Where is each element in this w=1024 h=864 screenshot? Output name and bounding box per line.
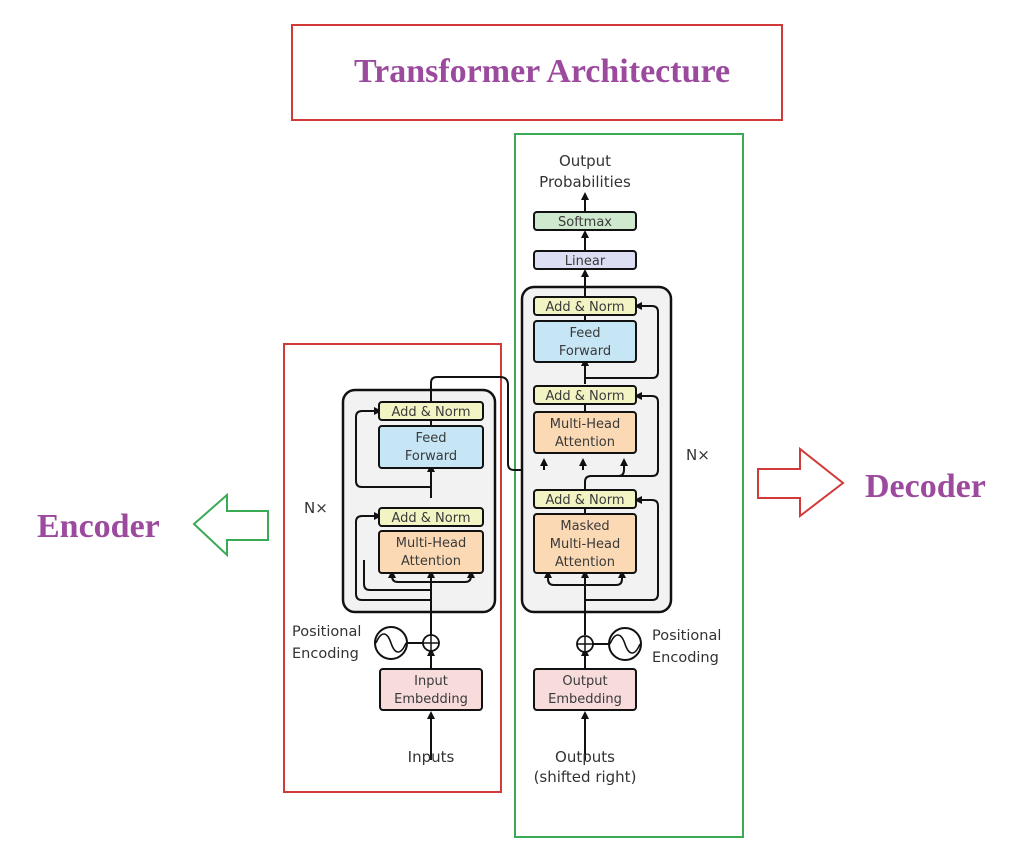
decoder-cross-attention-label-1: Multi-Head: [550, 417, 620, 432]
decoder-linear-label: Linear: [565, 254, 606, 269]
encoder-add-norm-top: [378, 401, 484, 421]
encoder-input-embedding: [379, 668, 483, 711]
encoder-positional-label-2: Encoding: [292, 646, 359, 662]
encoder-repeat-label: N×: [304, 499, 328, 517]
decoder-positional-label-2: Encoding: [652, 650, 719, 666]
encoder-stack: [341, 388, 497, 614]
decoder-softmax-label: Softmax: [558, 215, 612, 230]
decoder-output-label-2: Probabilities: [539, 173, 631, 191]
decoder-feed-forward-label-2: Forward: [559, 344, 611, 359]
decoder-repeat-label: N×: [686, 446, 710, 464]
encoder-feed-forward: [378, 425, 484, 469]
encoder-attention: [378, 530, 484, 574]
encoder-embedding-label-1: Input: [414, 674, 448, 689]
decoder-output-embedding: [533, 668, 637, 711]
decoder-masked-attention-label-2: Multi-Head: [550, 537, 620, 552]
encoder-add-norm-bottom: [378, 507, 484, 527]
encoder-frame: [283, 343, 502, 793]
decoder-softmax: [533, 211, 637, 231]
decoder-cross-attention: [533, 411, 637, 454]
decoder-linear: [533, 250, 637, 270]
decoder-add-norm-mid: [533, 385, 637, 405]
decoder-feed-forward-label-1: Feed: [569, 326, 600, 341]
decoder-outputs-label-2: (shifted right): [534, 768, 637, 786]
title-frame: Transformer Architecture: [291, 24, 783, 121]
decoder-label: Decoder: [865, 468, 986, 505]
decoder-add-norm-bottom-label: Add & Norm: [545, 493, 624, 508]
encoder-attention-label-2: Attention: [401, 554, 461, 569]
encoder-add-norm-bottom-label: Add & Norm: [391, 511, 470, 526]
decoder-embedding-label-2: Embedding: [548, 692, 622, 707]
encoder-block: N× Add & Norm Feed Forward Add & Norm Mu…: [292, 376, 583, 766]
encoder-label: Encoder: [37, 508, 160, 545]
decoder-embedding-label-1: Output: [562, 674, 607, 689]
decoder-block: N× Output Probabilities Softmax Linear: [520, 152, 721, 786]
decoder-cross-attention-label-2: Attention: [555, 435, 615, 450]
decoder-masked-attention: [533, 513, 637, 574]
encoder-add-norm-top-label: Add & Norm: [391, 405, 470, 420]
decoder-feed-forward: [533, 320, 637, 363]
decoder-outputs-label-1: Outputs: [555, 748, 615, 766]
encoder-feed-forward-label-2: Forward: [405, 449, 457, 464]
decoder-masked-attention-label-1: Masked: [560, 519, 609, 534]
encoder-arrow-icon: [192, 492, 269, 558]
decoder-output-label-1: Output: [559, 152, 611, 170]
decoder-add-norm-bottom: [533, 489, 637, 509]
page-title: Transformer Architecture: [354, 53, 730, 90]
encoder-positional-label-1: Positional: [292, 624, 361, 640]
decoder-add-norm-top-label: Add & Norm: [545, 300, 624, 315]
decoder-arrow-icon: [757, 446, 845, 519]
encoder-inputs-label: Inputs: [408, 748, 455, 766]
decoder-add-norm-mid-label: Add & Norm: [545, 389, 624, 404]
decoder-masked-attention-label-3: Attention: [555, 555, 615, 570]
decoder-add-norm-top: [533, 296, 637, 316]
encoder-feed-forward-label-1: Feed: [415, 431, 446, 446]
decoder-positional-label-1: Positional: [652, 628, 721, 644]
encoder-embedding-label-2: Embedding: [394, 692, 468, 707]
decoder-frame: [514, 133, 744, 838]
encoder-attention-label-1: Multi-Head: [396, 536, 466, 551]
